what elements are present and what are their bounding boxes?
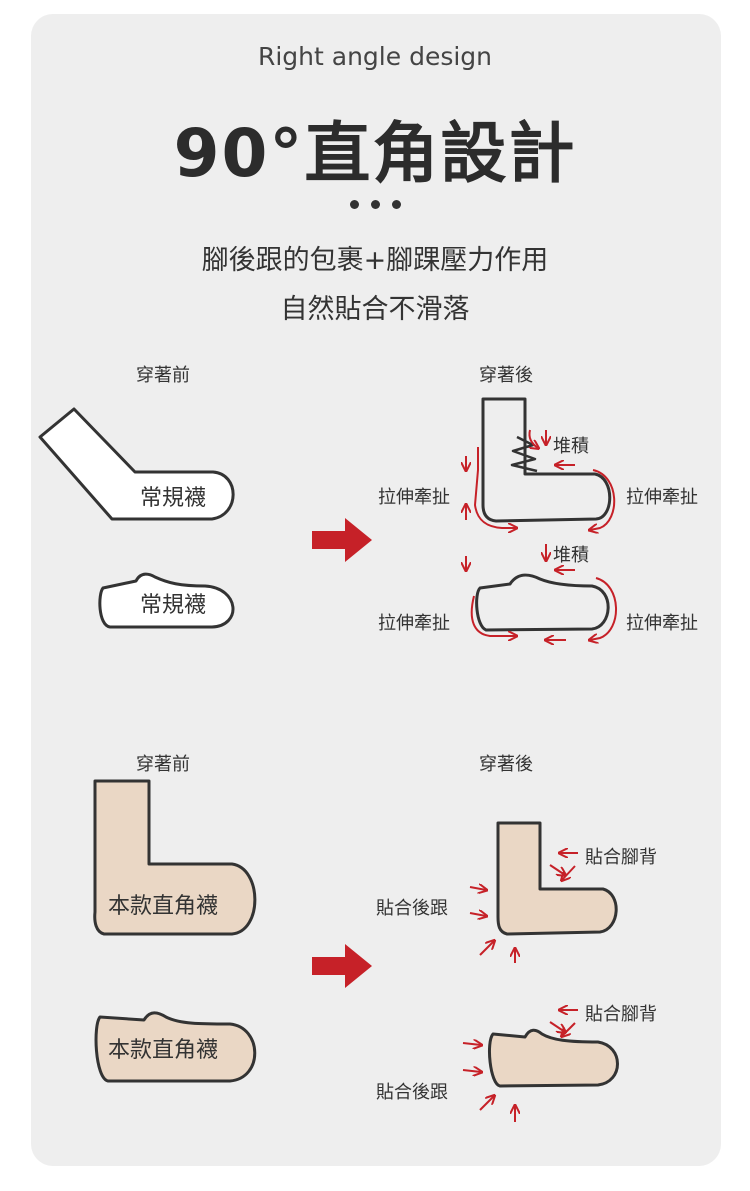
right-angle-crew-sock-label: 本款直角襪 xyxy=(108,894,218,919)
regular-low-sock-before: 常規襪 xyxy=(98,572,235,629)
transition-arrow-2 xyxy=(312,944,372,988)
fit-instep-label-2: 貼合腳背 xyxy=(585,1004,657,1025)
right-angle-crew-sock-before: 本款直角襪 xyxy=(93,779,257,936)
pile-up-label-2: 堆積 xyxy=(553,545,589,566)
right-angle-low-sock-after xyxy=(462,1010,619,1122)
pile-up-label-1: 堆積 xyxy=(553,436,589,457)
after-label-regular: 穿著後 xyxy=(479,365,533,386)
regular-low-sock-after xyxy=(466,544,617,640)
regular-crew-sock-label: 常規襪 xyxy=(140,486,206,511)
right-angle-crew-sock-after xyxy=(469,821,618,963)
regular-low-sock-label: 常規襪 xyxy=(140,593,206,618)
fit-heel-label-2: 貼合後跟 xyxy=(376,1082,448,1103)
subtitle: Right angle design xyxy=(257,42,493,71)
description-line-2: 自然貼合不滑落 xyxy=(280,294,470,325)
page-title: 90°直角設計 xyxy=(173,115,577,192)
transition-arrow-1 xyxy=(312,518,372,562)
pull-label-left-2: 拉伸牽扯 xyxy=(378,613,450,634)
after-label-right-angle: 穿著後 xyxy=(479,754,533,775)
right-angle-low-sock-label: 本款直角襪 xyxy=(108,1038,218,1063)
fit-heel-label-1: 貼合後跟 xyxy=(376,898,448,919)
before-label-regular: 穿著前 xyxy=(136,365,190,386)
pull-label-left-1: 拉伸牽扯 xyxy=(378,487,450,508)
pull-label-right-1: 拉伸牽扯 xyxy=(626,487,698,508)
right-angle-low-sock-before: 本款直角襪 xyxy=(94,1011,257,1083)
regular-crew-sock-before: 常規襪 xyxy=(38,407,235,521)
before-label-right-angle: 穿著前 xyxy=(136,754,190,775)
fit-instep-label-1: 貼合腳背 xyxy=(585,847,657,868)
pull-label-right-2: 拉伸牽扯 xyxy=(626,613,698,634)
dots-divider xyxy=(350,198,402,212)
description-line-1: 腳後跟的包裹+腳踝壓力作用 xyxy=(201,245,549,276)
regular-crew-sock-after xyxy=(466,397,616,530)
